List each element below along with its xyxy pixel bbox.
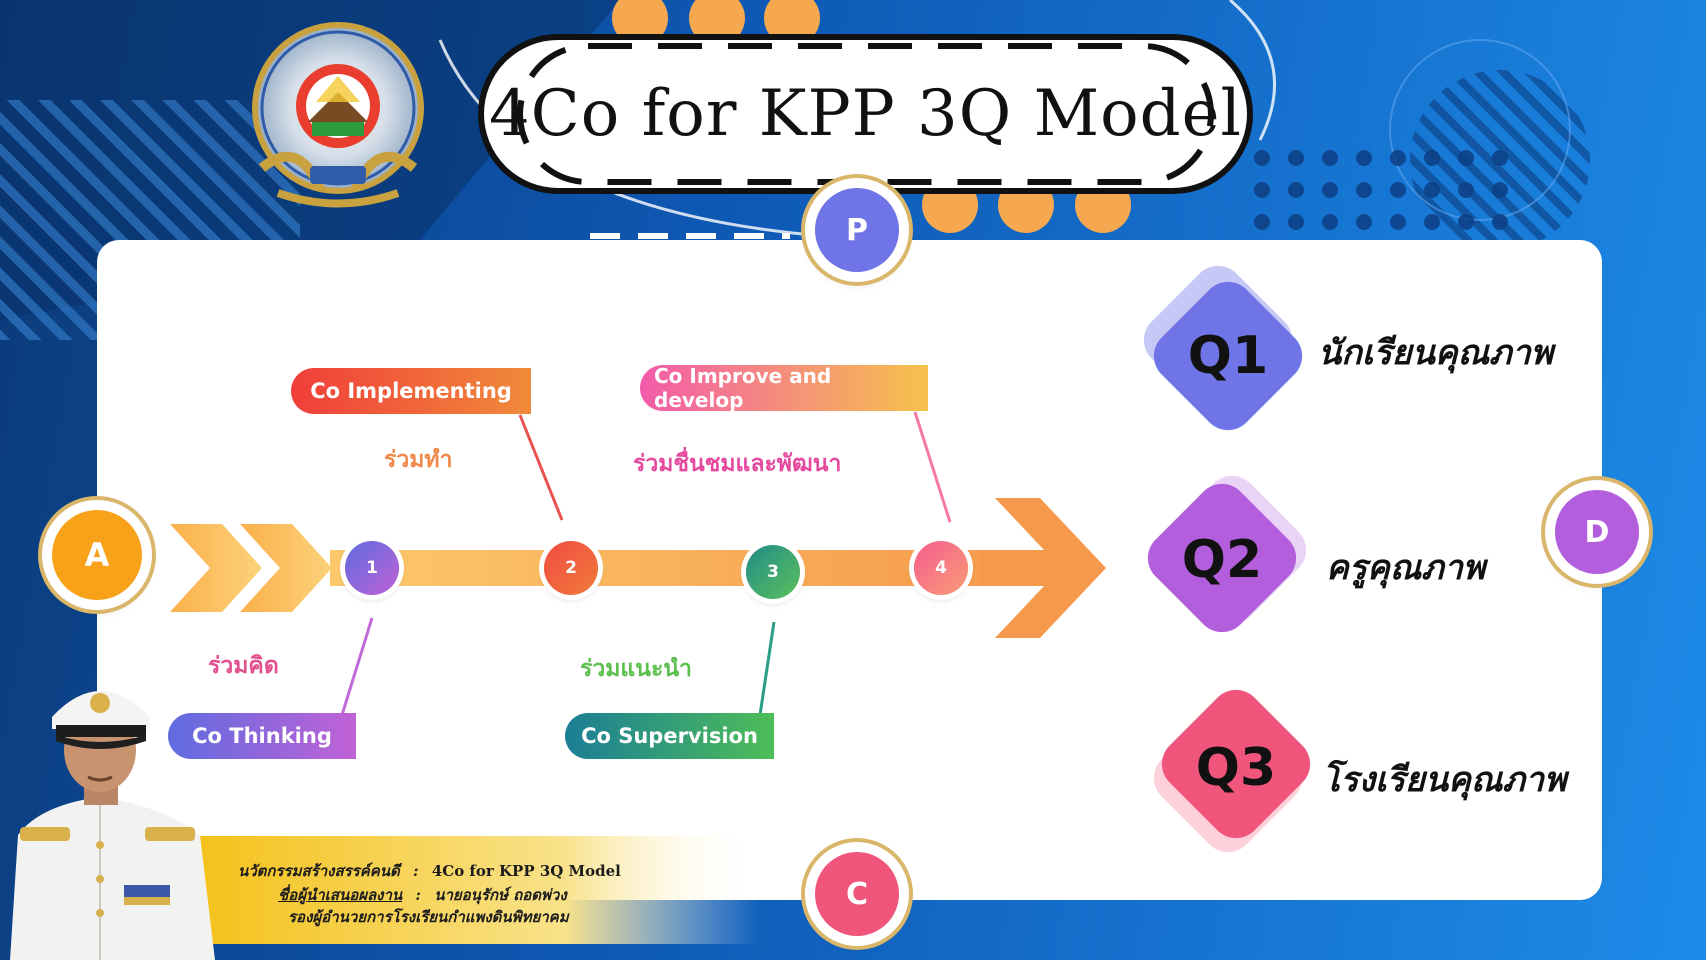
- badge-c-letter: C: [845, 876, 869, 912]
- step-2: 2: [544, 541, 598, 595]
- quality-diamonds: [1143, 265, 1311, 853]
- step-3-number: 3: [767, 562, 779, 582]
- badge-d-letter: D: [1584, 514, 1610, 550]
- step-4-number: 4: [935, 558, 947, 578]
- footer-line-1: นวัตกรรมสร้างสรรค์คนดี : 4Co for KPP 3Q …: [238, 860, 621, 882]
- school-emblem-icon: [252, 22, 424, 208]
- footer-presenter-value: นายอนุรักษ์ ถอดพ่วง: [434, 886, 567, 904]
- footer-innovation-value: 4Co for KPP 3Q Model: [431, 862, 621, 880]
- tag-co-supervision: Co Supervision: [565, 713, 774, 759]
- q2-diamond: [1147, 483, 1297, 633]
- q1-code: Q1: [1187, 326, 1269, 386]
- q2-code: Q2: [1181, 530, 1263, 590]
- badge-a: A: [52, 510, 142, 600]
- badge-p-letter: P: [846, 212, 868, 248]
- step-1: 1: [345, 541, 399, 595]
- arrowhead-icon: [980, 498, 1106, 638]
- thai-label-2: ร่วมทำ: [384, 447, 453, 473]
- footer-line-2: ชื่อผู้นำเสนอผลงาน : นายอนุรักษ์ ถอดพ่วง: [278, 884, 567, 906]
- footer-sep-1: :: [413, 862, 419, 880]
- presenter-photo-icon: [10, 691, 215, 960]
- footer-presenter-label: ชื่อผู้นำเสนอผลงาน: [278, 886, 403, 904]
- footer-line-3: รองผู้อำนวยการโรงเรียนกำแพงดินพิทยาคม: [288, 908, 569, 926]
- thai-label-3: ร่วมแนะนำ: [580, 656, 692, 682]
- tag-co-thinking: Co Thinking: [168, 713, 356, 759]
- q3-diamond: [1161, 689, 1311, 839]
- step-4: 4: [914, 541, 968, 595]
- q3-label: โรงเรียนคุณภาพ: [1322, 760, 1567, 800]
- tag-co-improve: Co Improve and develop: [640, 364, 928, 412]
- page-title: 4Co for KPP 3Q Model: [489, 77, 1242, 151]
- step-3: 3: [746, 545, 800, 599]
- q3-code: Q3: [1195, 738, 1277, 798]
- thai-label-1: ร่วมคิด: [208, 653, 279, 679]
- q1-label: นักเรียนคุณภาพ: [1318, 333, 1554, 373]
- badge-d: D: [1555, 490, 1639, 574]
- chevron-1-icon: [170, 524, 262, 612]
- thai-label-4: ร่วมชื่นชมและพัฒนา: [633, 451, 842, 477]
- badge-c: C: [815, 852, 899, 936]
- tag-co-implementing: Co Implementing: [291, 368, 531, 414]
- chevron-2-icon: [240, 524, 332, 612]
- step-2-number: 2: [565, 558, 577, 578]
- footer-strip: [200, 836, 760, 944]
- q2-label: ครูคุณภาพ: [1326, 548, 1486, 588]
- step-1-number: 1: [366, 558, 378, 578]
- footer-innovation-label: นวัตกรรมสร้างสรรค์คนดี: [238, 862, 400, 880]
- footer-sep-2: :: [415, 886, 421, 904]
- badge-a-letter: A: [84, 536, 110, 574]
- badge-p: P: [815, 188, 899, 272]
- q1-diamond: [1153, 281, 1303, 431]
- flow-band: [330, 550, 1020, 586]
